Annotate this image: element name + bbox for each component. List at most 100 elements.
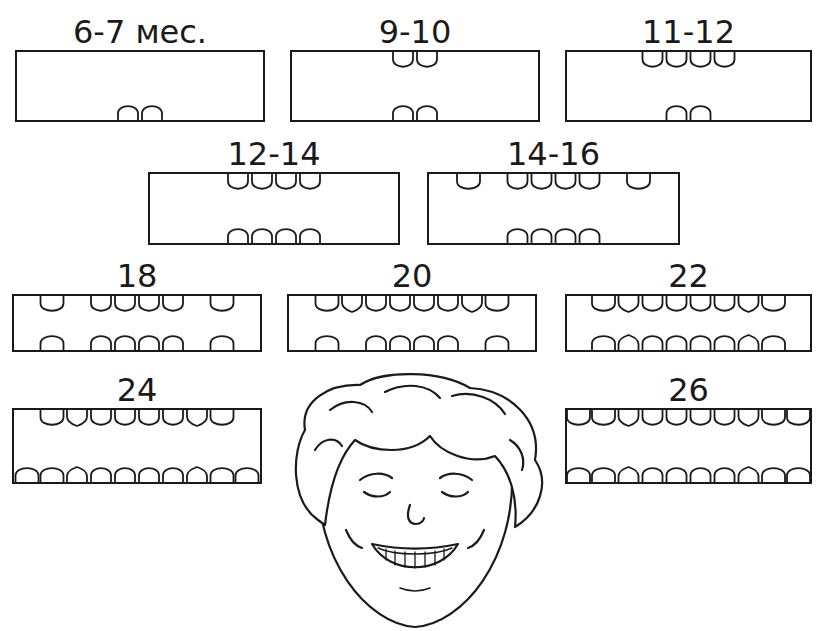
age-box: 26 xyxy=(565,372,812,484)
tooth xyxy=(508,229,528,243)
tooth xyxy=(567,468,590,482)
tooth xyxy=(276,174,296,189)
tooth xyxy=(300,229,320,243)
tooth xyxy=(715,52,735,67)
tooth xyxy=(393,52,413,67)
tooth xyxy=(532,229,552,243)
teeth-illustration xyxy=(292,52,538,120)
tooth xyxy=(739,335,759,350)
age-heading: 9-10 xyxy=(290,14,540,50)
age-box: 24 xyxy=(12,372,262,484)
jaw-frame xyxy=(565,408,812,484)
age-heading: 11-12 xyxy=(565,14,812,50)
tooth xyxy=(115,410,135,425)
tooth xyxy=(16,468,39,482)
tooth xyxy=(139,410,159,425)
tooth xyxy=(41,336,64,350)
tooth xyxy=(252,229,272,243)
tooth xyxy=(739,296,759,312)
tooth xyxy=(438,296,458,311)
age-box: 9-10 xyxy=(290,14,540,122)
tooth xyxy=(643,336,663,350)
tooth xyxy=(762,410,785,425)
jaw-frame xyxy=(565,50,812,122)
tooth xyxy=(115,468,135,482)
tooth xyxy=(667,52,687,67)
tooth xyxy=(508,174,528,189)
tooth xyxy=(462,296,482,312)
tooth xyxy=(643,468,663,482)
age-heading: 24 xyxy=(12,372,262,408)
teeth-illustration xyxy=(567,52,810,120)
tooth xyxy=(417,52,437,67)
tooth xyxy=(393,106,413,120)
tooth xyxy=(142,106,162,120)
age-heading: 26 xyxy=(565,372,812,408)
tooth xyxy=(67,410,87,426)
teeth-illustration xyxy=(567,296,810,350)
tooth xyxy=(316,336,339,350)
tooth xyxy=(592,336,615,350)
tooth xyxy=(366,296,386,311)
tooth xyxy=(115,296,135,311)
tooth xyxy=(342,296,362,312)
tooth xyxy=(691,52,711,67)
tooth xyxy=(41,296,64,311)
tooth xyxy=(41,410,64,425)
tooth xyxy=(691,106,711,120)
tooth xyxy=(762,296,785,311)
tooth xyxy=(643,296,663,311)
tooth xyxy=(762,468,785,482)
tooth xyxy=(592,296,615,311)
age-box: 18 xyxy=(12,258,262,352)
tooth xyxy=(414,296,434,311)
age-heading: 6-7 мес. xyxy=(15,14,265,50)
tooth xyxy=(236,468,259,482)
age-heading: 12-14 xyxy=(148,136,400,172)
jaw-frame xyxy=(12,294,262,352)
tooth xyxy=(667,468,687,482)
tooth xyxy=(556,229,576,243)
age-heading: 14-16 xyxy=(427,136,680,172)
tooth xyxy=(486,296,509,311)
age-box: 11-12 xyxy=(565,14,812,122)
tooth xyxy=(532,174,552,189)
tooth xyxy=(691,296,711,311)
tooth xyxy=(787,468,810,482)
tooth xyxy=(627,174,650,189)
tooth xyxy=(691,410,711,425)
age-box: 6-7 мес. xyxy=(15,14,265,122)
tooth xyxy=(211,296,234,311)
tooth xyxy=(91,468,111,482)
age-box: 20 xyxy=(287,258,537,352)
jaw-frame xyxy=(15,50,265,122)
tooth xyxy=(762,336,785,350)
tooth xyxy=(163,296,183,311)
tooth xyxy=(417,106,437,120)
tooth xyxy=(139,336,159,350)
tooth xyxy=(691,468,711,482)
tooth xyxy=(139,468,159,482)
tooth xyxy=(486,336,509,350)
teeth-illustration xyxy=(567,410,810,482)
jaw-frame xyxy=(12,408,262,484)
tooth xyxy=(228,174,248,189)
tooth xyxy=(567,410,590,425)
tooth xyxy=(739,467,759,482)
tooth xyxy=(592,410,615,425)
tooth xyxy=(739,410,759,426)
jaw-frame xyxy=(148,172,400,245)
tooth xyxy=(580,174,600,189)
tooth xyxy=(211,468,234,482)
tooth xyxy=(715,336,735,350)
jaw-frame xyxy=(290,50,540,122)
tooth xyxy=(91,410,111,425)
tooth xyxy=(163,336,183,350)
tooth xyxy=(667,336,687,350)
tooth xyxy=(592,468,615,482)
jaw-frame xyxy=(287,294,537,352)
tooth xyxy=(619,410,639,426)
age-heading: 18 xyxy=(12,258,262,294)
age-heading: 22 xyxy=(565,258,812,294)
teeth-illustration xyxy=(429,174,678,243)
